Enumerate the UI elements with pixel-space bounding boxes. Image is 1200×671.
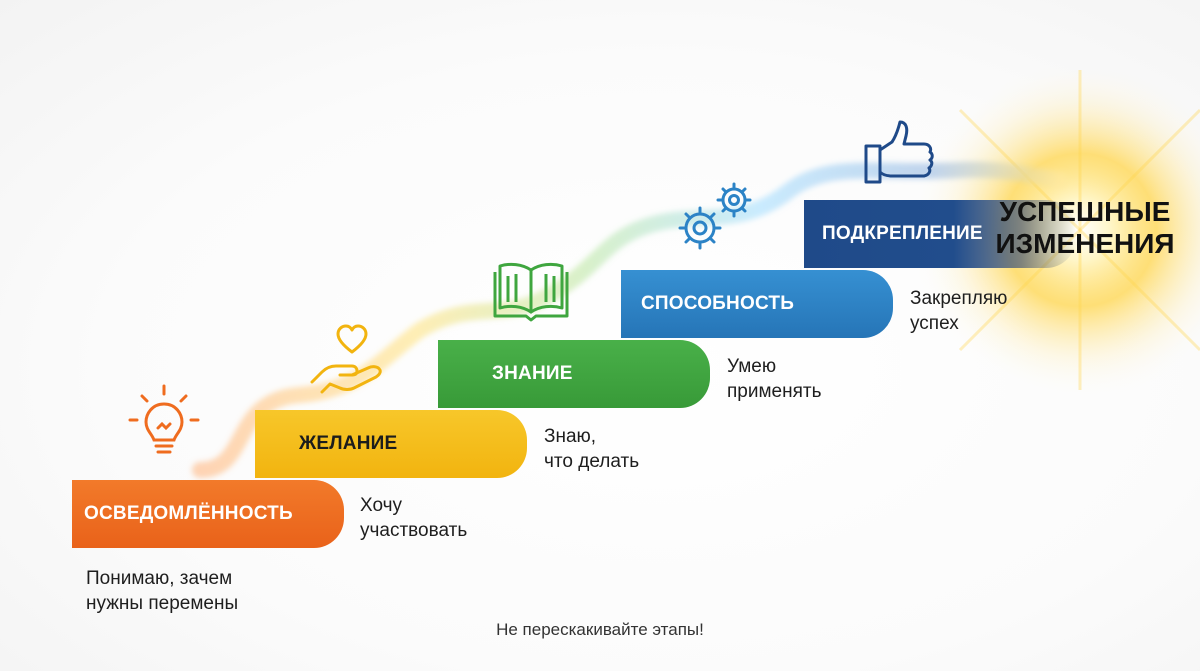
lightbulb-icon [128,384,200,454]
step-label: Желание [299,433,398,454]
step-label: Подкрепление [822,223,983,244]
goal-successful-change: Успешныеизменения [995,196,1175,259]
step-label: Осведомлённость [84,503,293,524]
thumbs-up-icon [864,120,934,184]
gears-icon [678,182,752,250]
step-knowledge: Знание [438,340,710,408]
step-description: Знаю,что делать [544,426,640,472]
step-ability: Способность [621,270,893,338]
footer-note: Не перескакивайте этапы! [496,620,704,639]
step-label: Способность [641,293,795,314]
step-desire: Желание [255,410,527,478]
open-book-icon [493,262,569,322]
step-reinforcement: Подкрепление [804,200,1076,268]
step-label: Знание [492,363,573,384]
heart-in-hand-icon [310,324,382,394]
step-awareness: Осведомлённость [72,480,344,548]
progress-path-glow [192,161,1068,478]
